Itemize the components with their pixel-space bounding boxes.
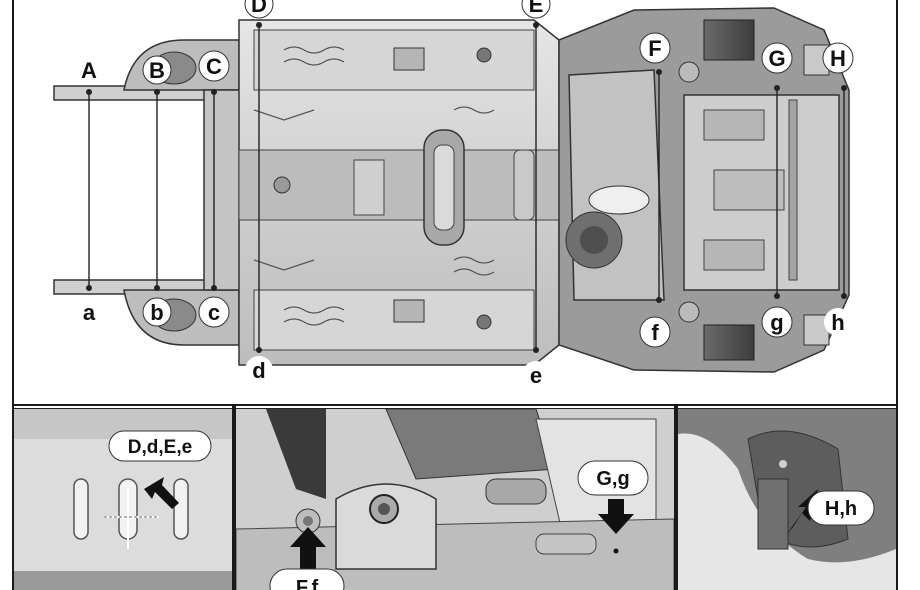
label-F: F: [648, 36, 661, 61]
rear-section: [558, 7, 850, 373]
arrow-icon: [290, 527, 326, 574]
inset-measuring-point-d-e: D,d,E,e: [14, 408, 232, 590]
labels-upper: A B C D E F G H: [75, 0, 854, 85]
label-D: D: [251, 0, 267, 17]
label-E: E: [529, 0, 544, 17]
label-C: C: [206, 54, 222, 79]
measurement-lines: [88, 25, 845, 350]
label-e: e: [530, 363, 542, 388]
inset-divider: [674, 406, 678, 590]
arrow-icon: [144, 477, 179, 509]
inset-label-h: H,h: [825, 498, 857, 520]
label-g: g: [770, 310, 783, 335]
label-G: G: [768, 46, 785, 71]
inset-3-drawing: H,h: [678, 409, 896, 590]
inset-label-g: G,g: [596, 468, 629, 490]
arrow-icon: [598, 499, 634, 534]
label-H: H: [830, 46, 846, 71]
label-A: A: [81, 58, 97, 83]
inset-label-d-e: D,d,E,e: [128, 437, 192, 458]
measurement-points: [86, 22, 847, 353]
label-d: d: [252, 358, 265, 383]
label-a: a: [83, 300, 96, 325]
underbody-main-view: A B C D E F G H a b c d e f g h: [14, 0, 896, 404]
inset-measuring-point-f-g: F,f G,g: [236, 408, 674, 590]
inset-divider: [232, 406, 236, 590]
panel-divider: [12, 404, 898, 406]
inset-measuring-point-h: H,h: [678, 408, 896, 590]
labels-lower: a b c d e f g h: [76, 296, 852, 389]
label-B: B: [149, 58, 165, 83]
underbody-drawing: A B C D E F G H a b c d e f g h: [53, 0, 854, 389]
inset-2-drawing: F,f G,g: [236, 409, 674, 590]
label-f: f: [651, 320, 659, 345]
inset-1-drawing: D,d,E,e: [14, 409, 232, 590]
inset-label-f: F,f: [296, 577, 319, 590]
floor-pan: [238, 19, 560, 366]
label-c: c: [208, 300, 220, 325]
label-b: b: [150, 300, 163, 325]
label-h: h: [831, 310, 844, 335]
